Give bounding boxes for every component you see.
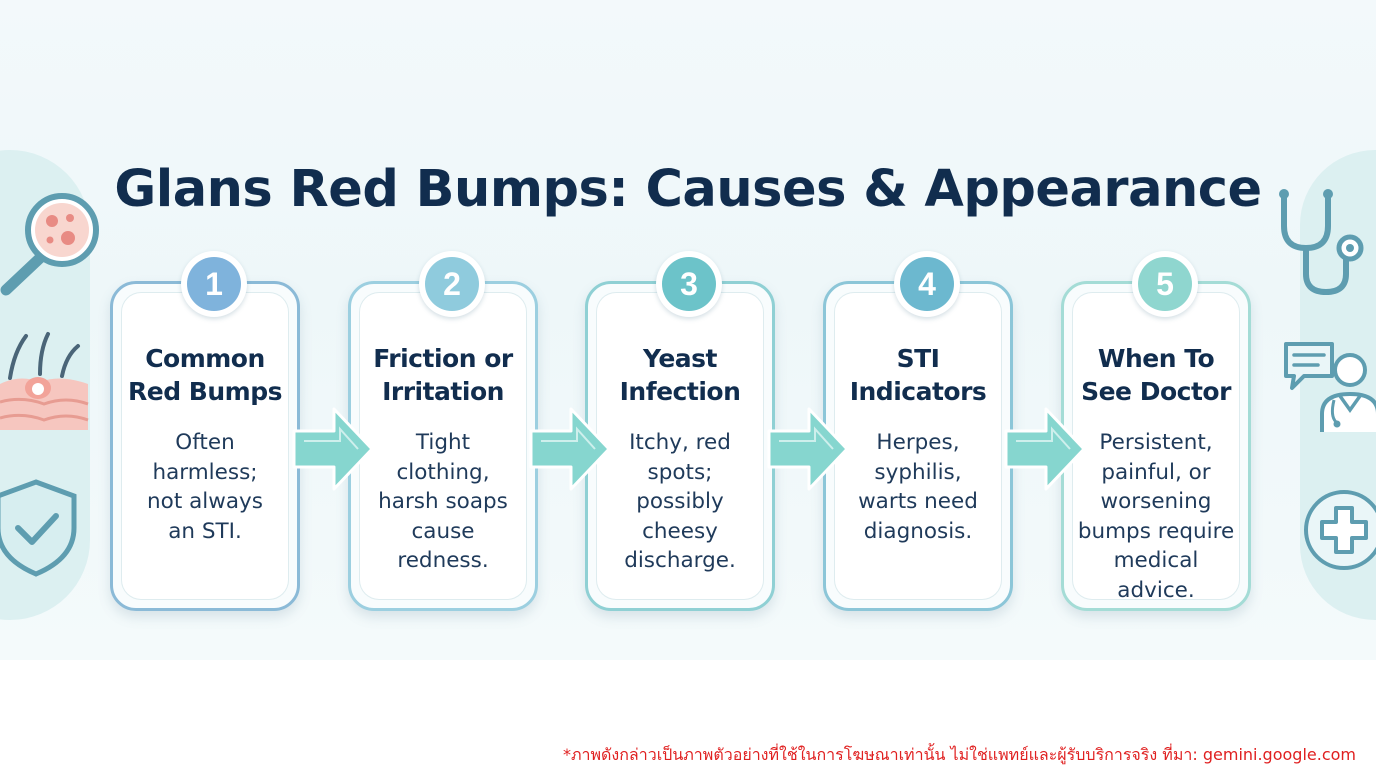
- step-card-4: STI Indicators Herpes, syphilis, warts n…: [823, 281, 1013, 611]
- arrow-right-icon: [292, 407, 374, 491]
- title-line: Infection: [619, 377, 741, 406]
- title-line: Indicators: [849, 377, 987, 406]
- step-title: Yeast Infection: [588, 342, 772, 408]
- desc-line: Persistent,: [1099, 430, 1213, 455]
- step-number-badge-3: 3: [656, 251, 722, 317]
- disclaimer-footer: *ภาพดังกล่าวเป็นภาพตัวอย่างที่ใช้ในการโฆ…: [562, 745, 1356, 764]
- title-line: Common: [145, 344, 265, 373]
- desc-line: clothing,: [396, 459, 490, 485]
- step-title: When To See Doctor: [1064, 342, 1248, 408]
- desc-line: cause: [411, 518, 475, 544]
- stethoscope-icon: [1279, 189, 1364, 296]
- magnifier-skin-icon: [0, 193, 99, 296]
- step-number: 5: [1138, 257, 1192, 311]
- desc-line: bumps require: [1077, 518, 1235, 544]
- desc-line: medical: [1113, 548, 1199, 573]
- page-title: Glans Red Bumps: Causes & Appearance: [114, 160, 1262, 219]
- step-title: Common Red Bumps: [113, 342, 297, 408]
- desc-line: possibly: [636, 489, 724, 514]
- desc-line: redness.: [397, 548, 489, 573]
- card-inner: [359, 292, 527, 600]
- step-description: Persistent, painful, or worsening bumps …: [1068, 428, 1244, 605]
- title-line: See Doctor: [1081, 377, 1231, 406]
- desc-line: painful, or: [1101, 459, 1211, 485]
- shield-check-icon: [0, 479, 77, 577]
- chat-bubble-icon: [1284, 342, 1334, 390]
- card-inner: [121, 292, 289, 600]
- desc-line: not always: [147, 489, 263, 514]
- step-card-5: When To See Doctor Persistent, painful, …: [1061, 281, 1251, 611]
- desc-line: discharge.: [624, 548, 736, 573]
- title-line: When To: [1097, 344, 1215, 373]
- step-number: 2: [425, 257, 479, 311]
- desc-line: cheesy: [642, 518, 718, 544]
- desc-line: Often: [175, 430, 235, 455]
- title-line: Red Bumps: [128, 377, 282, 406]
- desc-line: an STI.: [168, 518, 242, 544]
- desc-line: warts need: [858, 489, 978, 514]
- title-line: Friction or: [373, 344, 513, 373]
- step-description: Often harmless; not always an STI.: [117, 428, 293, 546]
- arrow-right-icon: [529, 407, 611, 491]
- step-number-badge-4: 4: [894, 251, 960, 317]
- step-title: Friction or Irritation: [351, 342, 535, 408]
- step-title: STI Indicators: [826, 342, 1010, 408]
- step-description: Tight clothing, harsh soaps cause rednes…: [355, 428, 531, 576]
- step-card-2: Friction or Irritation Tight clothing, h…: [348, 281, 538, 611]
- desc-line: worsening: [1100, 489, 1212, 514]
- card-inner: [1072, 292, 1240, 600]
- step-number: 1: [187, 257, 241, 311]
- desc-line: Herpes,: [876, 430, 960, 455]
- step-number-badge-2: 2: [419, 251, 485, 317]
- step-card-1: Common Red Bumps Often harmless; not alw…: [110, 281, 300, 611]
- arrow-right-icon: [1004, 407, 1086, 491]
- hair-follicle-skin-icon: [0, 332, 89, 430]
- medical-cross-icon: [1304, 490, 1376, 570]
- title-line: Irritation: [382, 377, 504, 406]
- desc-line: harmless;: [152, 459, 258, 485]
- card-inner: [834, 292, 1002, 600]
- desc-line: spots;: [647, 459, 713, 485]
- title-line: Yeast: [643, 344, 717, 373]
- step-number: 3: [662, 257, 716, 311]
- desc-line: advice.: [1117, 577, 1195, 603]
- step-description: Herpes, syphilis, warts need diagnosis.: [830, 428, 1006, 546]
- doctor-icon: [1320, 353, 1376, 432]
- desc-line: Tight: [415, 430, 471, 455]
- arrow-right-icon: [767, 407, 849, 491]
- step-card-3: Yeast Infection Itchy, red spots; possib…: [585, 281, 775, 611]
- step-number-badge-5: 5: [1132, 251, 1198, 317]
- card-inner: [596, 292, 764, 600]
- title-line: STI: [896, 344, 940, 373]
- step-number: 4: [900, 257, 954, 311]
- desc-line: diagnosis.: [863, 518, 973, 544]
- step-description: Itchy, red spots; possibly cheesy discha…: [592, 428, 768, 576]
- desc-line: syphilis,: [874, 459, 962, 485]
- infographic-panel: Glans Red Bumps: Causes & Appearance Com…: [0, 0, 1376, 660]
- desc-line: Itchy, red: [629, 430, 731, 455]
- desc-line: harsh soaps: [378, 489, 508, 514]
- step-number-badge-1: 1: [181, 251, 247, 317]
